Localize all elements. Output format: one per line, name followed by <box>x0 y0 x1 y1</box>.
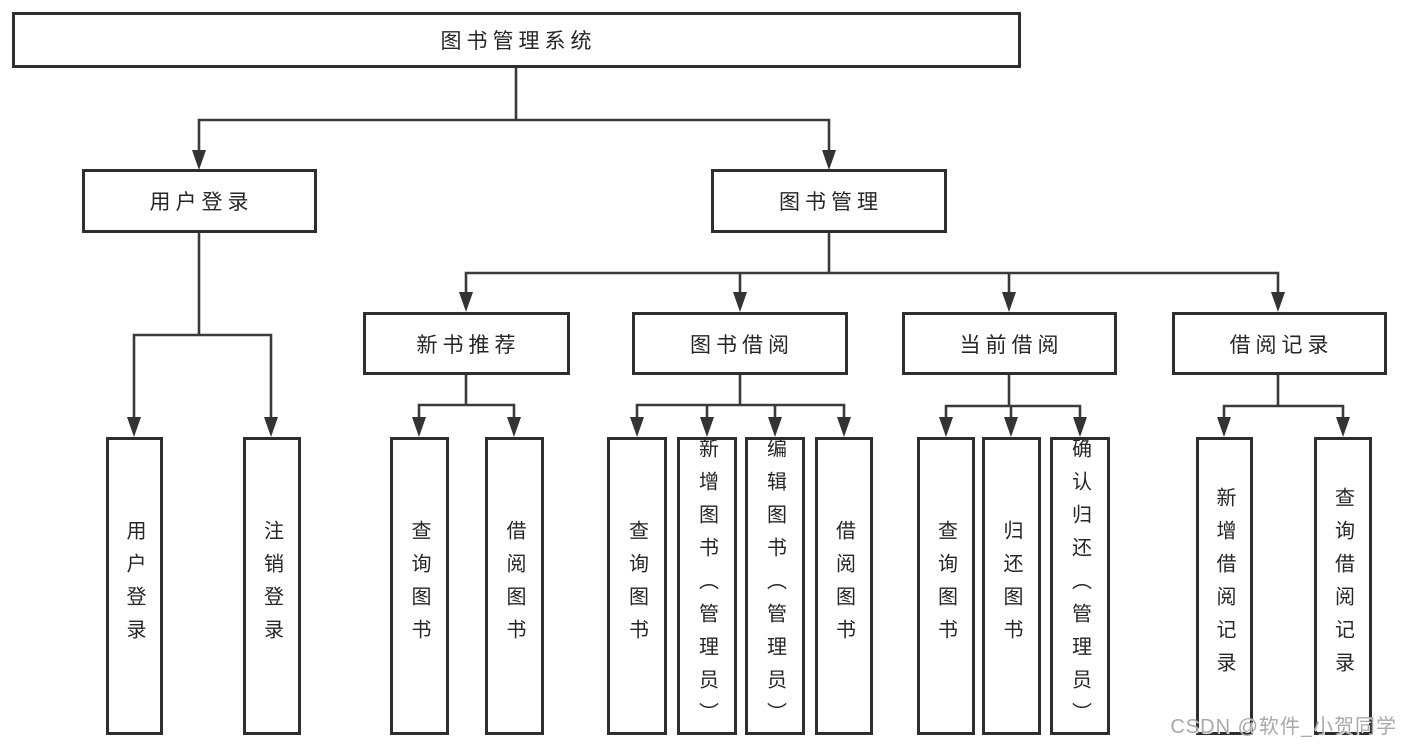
arrowhead-user-login <box>192 150 206 170</box>
node-query-books-3: 查询图书 <box>917 437 975 735</box>
node-label: 借阅图书 <box>503 520 525 652</box>
arrowhead-logout-leaf <box>264 417 278 437</box>
node-borrow-books-2: 借阅图书 <box>815 437 873 735</box>
node-query-books-1: 查询图书 <box>390 437 449 735</box>
node-root: 图书管理系统 <box>12 12 1021 68</box>
arrowhead-query-books-2 <box>630 417 644 437</box>
node-label: 图书管理系统 <box>440 30 597 53</box>
node-return-books: 归还图书 <box>982 437 1041 735</box>
node-book-management: 图书管理 <box>711 169 947 233</box>
arrowhead-current-borrow <box>1002 292 1016 312</box>
node-logout-leaf: 注销登录 <box>243 437 301 735</box>
connector-root-to-level2 <box>197 66 831 160</box>
node-label: 查询图书 <box>408 520 430 652</box>
arrowhead-borrow-books-1 <box>507 417 521 437</box>
node-label: 图书管理 <box>779 191 883 214</box>
node-label: 编辑图书（管理员） <box>763 437 786 735</box>
node-query-books-2: 查询图书 <box>607 437 667 735</box>
csdn-watermark: CSDN @软件_小贺同学 <box>1170 716 1397 738</box>
arrowhead-borrow-records <box>1271 292 1285 312</box>
node-user-login: 用户登录 <box>82 169 317 233</box>
arrowhead-login-leaf <box>127 417 141 437</box>
node-add-borrow-record: 新增借阅记录 <box>1196 437 1253 735</box>
node-label: 查询借阅记录 <box>1331 487 1354 685</box>
arrowhead-new-book <box>459 292 473 312</box>
arrowhead-return-books <box>1004 417 1018 437</box>
connector-book-management-children <box>464 231 1280 301</box>
node-label: 注销登录 <box>260 520 283 652</box>
connector-borrow-records-children <box>1222 373 1345 426</box>
arrowhead-book-management <box>822 150 836 170</box>
node-label: 用户登录 <box>149 191 254 214</box>
node-label: 用户登录 <box>123 520 145 652</box>
arrowhead-borrow-books-2 <box>837 417 851 437</box>
node-label: 查询图书 <box>625 520 648 652</box>
connector-book-borrow-children <box>635 373 846 426</box>
connector-user-login-children <box>132 231 273 426</box>
node-label: 新增借阅记录 <box>1213 487 1235 685</box>
node-new-book-recommend: 新书推荐 <box>363 312 570 375</box>
node-add-books-admin: 新增图书（管理员） <box>677 437 737 735</box>
node-label: 当前借阅 <box>959 333 1064 357</box>
node-label: 借阅记录 <box>1229 333 1334 357</box>
node-book-borrow: 图书借阅 <box>632 312 848 375</box>
arrowhead-add-books <box>700 417 714 437</box>
node-borrow-records: 借阅记录 <box>1172 312 1387 375</box>
node-label: 查询图书 <box>934 520 957 652</box>
arrowhead-confirm-return <box>1073 417 1087 437</box>
node-edit-books-admin: 编辑图书（管理员） <box>745 437 805 735</box>
arrowhead-query-books-1 <box>412 417 426 437</box>
arrowhead-book-borrow <box>733 292 747 312</box>
node-label: 图书借阅 <box>690 333 794 357</box>
node-label: 新书推荐 <box>416 333 521 357</box>
node-label: 归还图书 <box>1000 520 1022 652</box>
node-user-login-leaf: 用户登录 <box>106 437 163 735</box>
arrowhead-edit-books <box>768 417 782 437</box>
node-label: 新增图书（管理员） <box>695 437 718 735</box>
arrowhead-query-record <box>1336 417 1350 437</box>
node-confirm-return-admin: 确认归还（管理员） <box>1050 437 1110 735</box>
connector-current-borrow-children <box>944 373 1082 426</box>
connector-new-book-children <box>417 373 516 426</box>
node-query-borrow-record: 查询借阅记录 <box>1314 437 1372 735</box>
node-label: 借阅图书 <box>832 520 855 652</box>
node-current-borrow: 当前借阅 <box>902 312 1117 375</box>
arrowhead-add-record <box>1217 417 1231 437</box>
node-borrow-books-1: 借阅图书 <box>485 437 544 735</box>
arrowhead-query-books-3 <box>939 417 953 437</box>
node-label: 确认归还（管理员） <box>1068 437 1091 735</box>
